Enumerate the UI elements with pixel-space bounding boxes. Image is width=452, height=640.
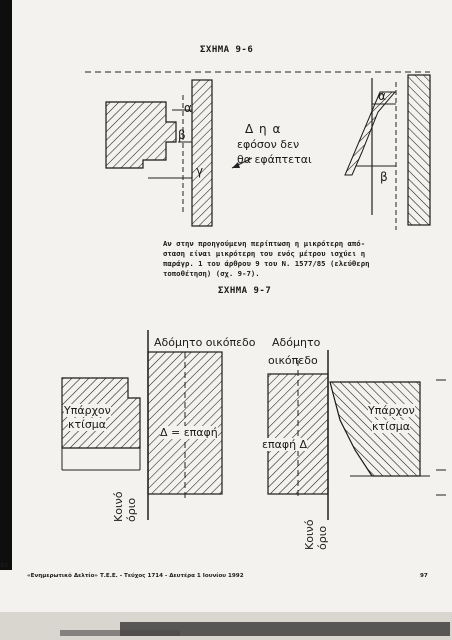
wall-left	[191, 79, 213, 227]
existing-building-left	[105, 101, 177, 169]
label-boundary-left: Κοινό όριο	[112, 462, 138, 522]
label-beta-right: β	[380, 170, 388, 184]
scan-artifact	[120, 622, 450, 636]
wall-right	[407, 74, 431, 226]
note-line-1: Δ η α	[245, 122, 282, 136]
left-margin-number: 92	[0, 562, 9, 569]
boundary-right-line-1: Κοινό	[303, 519, 316, 550]
body-paragraph: Αν στην προηγούμενη περίπτωση η μικρότερ…	[163, 239, 431, 279]
paragraph-line: τοποθέτηση) (σχ. 9-7).	[163, 269, 260, 278]
figure-title-9-6: ΣΧΗΜΑ 9-6	[200, 45, 254, 55]
page-number: 97	[420, 573, 428, 579]
note-line-2: εφόσον δεν	[237, 138, 300, 151]
footer-text: «Ενημερωτικό Δελτίο» Τ.Ε.Ε. - Τεύχος 171…	[27, 573, 244, 579]
label-contact-left: Δ = επαφή	[160, 426, 218, 439]
note-line-3: θα εφάπτεται	[237, 153, 312, 166]
label-unbuildable-left: Αδόμητο οικόπεδο	[154, 336, 256, 349]
label-gamma: γ	[196, 164, 204, 178]
paragraph-line: Αν στην προηγούμενη περίπτωση η μικρότερ…	[163, 239, 366, 248]
label-alpha-right: α	[378, 89, 386, 103]
label-contact-right: επαφή Δ	[262, 438, 308, 451]
boundary-left-line-1: Κοινό	[112, 491, 125, 522]
label-existing-right-2: κτίσμα	[372, 420, 411, 433]
figure-title-9-7: ΣΧΗΜΑ 9-7	[218, 286, 272, 296]
binding-edge	[0, 0, 12, 570]
label-unbuildable-right-1: Αδόμητο	[272, 336, 321, 349]
label-alpha-left: α	[184, 101, 192, 115]
label-existing-left-2: κτίσμα	[68, 418, 107, 431]
label-boundary-right: Κοινό όριο	[303, 490, 329, 550]
label-unbuildable-right-2: οικόπεδο	[268, 354, 318, 367]
boundary-right-line-2: όριο	[316, 525, 329, 550]
paragraph-line: σταση είναι μικρότερη του ενός μέτρου ισ…	[163, 249, 366, 258]
figure-9-6	[85, 71, 431, 230]
boundary-left-line-2: όριο	[125, 497, 138, 522]
slanted-wedge	[344, 91, 397, 176]
paragraph-line: παράγρ. 1 του άρθρου 9 του Ν. 1577/85 (ε…	[163, 259, 370, 268]
label-existing-left-1: Υπάρχον	[64, 404, 111, 417]
label-beta-left: β	[178, 128, 186, 142]
label-existing-right-1: Υπάρχον	[368, 404, 415, 417]
